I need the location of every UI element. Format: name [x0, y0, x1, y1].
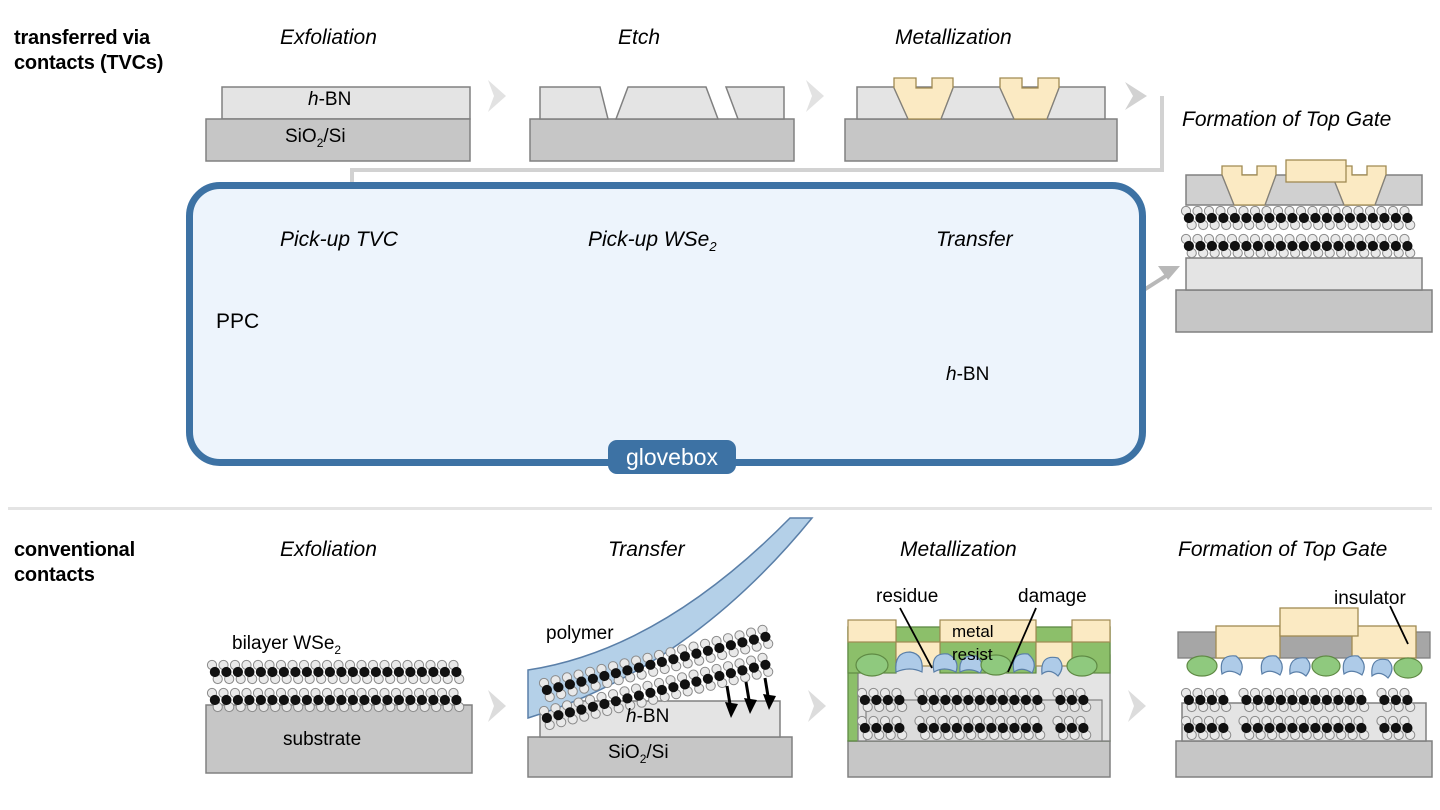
top-gate-pad	[1285, 159, 1347, 183]
chevron-separator-6	[808, 690, 826, 722]
row-label-tvc: transferred via contacts (TVCs)	[14, 26, 214, 76]
pickup-wse2-sub: 2	[709, 239, 717, 255]
label-damage: damage	[1018, 586, 1087, 607]
label-hbn-exfoliation: h-BN	[308, 89, 351, 111]
chevron-separator-5	[488, 690, 506, 722]
sio2-tail: /Si	[323, 126, 346, 147]
step-title-transfer-glovebox: Transfer	[936, 228, 1013, 251]
label-hbn-transfer-bottom: h-BN	[626, 706, 669, 728]
insulator-leader	[1389, 605, 1409, 645]
pickup-wse2-text: Pick-up WSe	[588, 228, 710, 251]
row-label-conv-line1: conventional	[14, 539, 135, 561]
panel-etch	[529, 86, 795, 162]
row-label-conv-line2: contacts	[14, 564, 95, 586]
step-title-exfoliation-bottom: Exfoliation	[280, 538, 377, 561]
row-label-conventional: conventional contacts	[14, 538, 214, 588]
hbn-h-italic: h	[946, 364, 957, 385]
sio2-sub: 2	[639, 751, 647, 766]
wse2-bilayer-lattice	[1180, 205, 1416, 259]
step-title-pickup-wse2: Pick-up WSe2	[588, 228, 717, 254]
panel-formation-top-gate-bottom	[1175, 605, 1433, 778]
hbn-h-italic: h	[308, 89, 319, 110]
step-title-etch: Etch	[618, 26, 661, 49]
panel-exfoliation-bottom	[205, 659, 473, 774]
step-title-exfoliation-top: Exfoliation	[280, 26, 377, 49]
metal-layer	[939, 619, 1037, 643]
sio2-tail: /Si	[646, 742, 669, 763]
hbn-rest: -BN	[636, 706, 670, 727]
wse2-bilayer-lattice-damaged	[856, 687, 1092, 741]
damage-leader	[1007, 607, 1037, 673]
step-title-transfer-bottom: Transfer	[608, 538, 685, 561]
wse2-bilayer-lattice-damaged	[1180, 687, 1416, 741]
residue-leader	[899, 607, 933, 669]
row-label-tvc-line2: contacts (TVCs)	[14, 52, 164, 74]
label-sio2si-exfoliation: SiO2/Si	[285, 126, 346, 150]
glovebox-container	[186, 182, 1146, 466]
panel-exfoliation-top	[205, 86, 471, 162]
label-metal: metal	[952, 622, 994, 641]
chevron-separator-7	[1128, 690, 1146, 722]
wse2-bilayer-lattice	[206, 659, 465, 713]
bilayer-wse2-sub: 2	[334, 642, 342, 657]
label-resist: resist	[952, 645, 993, 664]
panel-formation-top-gate-top	[1175, 159, 1433, 333]
pickup-tvc-text: Pick-up TVC	[280, 228, 398, 251]
step-title-formation-top-gate-top: Formation of Top Gate	[1182, 108, 1392, 131]
step-title-metallization-bottom: Metallization	[900, 538, 1017, 561]
row-divider	[8, 507, 1432, 510]
sio2-main: SiO	[608, 742, 640, 763]
sio2-sub: 2	[316, 135, 324, 150]
hbn-rest: -BN	[956, 364, 990, 385]
residue-blobs	[1186, 655, 1423, 679]
hbn-rest: -BN	[318, 89, 352, 110]
chevron-separator-1	[488, 80, 506, 112]
label-ppc: PPC	[216, 310, 260, 333]
step-title-formation-top-gate-bottom: Formation of Top Gate	[1178, 538, 1388, 561]
label-residue: residue	[876, 586, 939, 607]
label-polymer: polymer	[546, 623, 614, 644]
panel-metallization-top	[844, 77, 1118, 162]
chevron-separator-2	[806, 80, 824, 112]
step-title-metallization-top: Metallization	[895, 26, 1012, 49]
hbn-h-italic: h	[626, 706, 637, 727]
bilayer-wse2-main: bilayer WSe	[232, 633, 335, 654]
label-sio2si-transfer-bottom: SiO2/Si	[608, 742, 669, 766]
label-insulator: insulator	[1334, 588, 1406, 609]
panel-metallization-bottom	[847, 607, 1111, 778]
label-substrate: substrate	[283, 729, 362, 750]
row-label-tvc-line1: transferred via	[14, 27, 150, 49]
metal-layer	[1071, 619, 1111, 643]
wse2-bilayer-lattice	[538, 624, 774, 731]
top-gate-pad	[1279, 607, 1359, 637]
sio2-main: SiO	[285, 126, 317, 147]
residue-blobs	[855, 651, 1098, 677]
label-hbn-transfer-glovebox: h-BN	[946, 364, 989, 386]
step-title-pickup-tvc: Pick-up TVC	[280, 228, 398, 252]
metal-layer	[847, 619, 897, 643]
glovebox-tab: glovebox	[608, 440, 736, 474]
panel-transfer-bottom	[527, 517, 814, 778]
label-bilayer-wse2: bilayer WSe2	[232, 633, 341, 657]
